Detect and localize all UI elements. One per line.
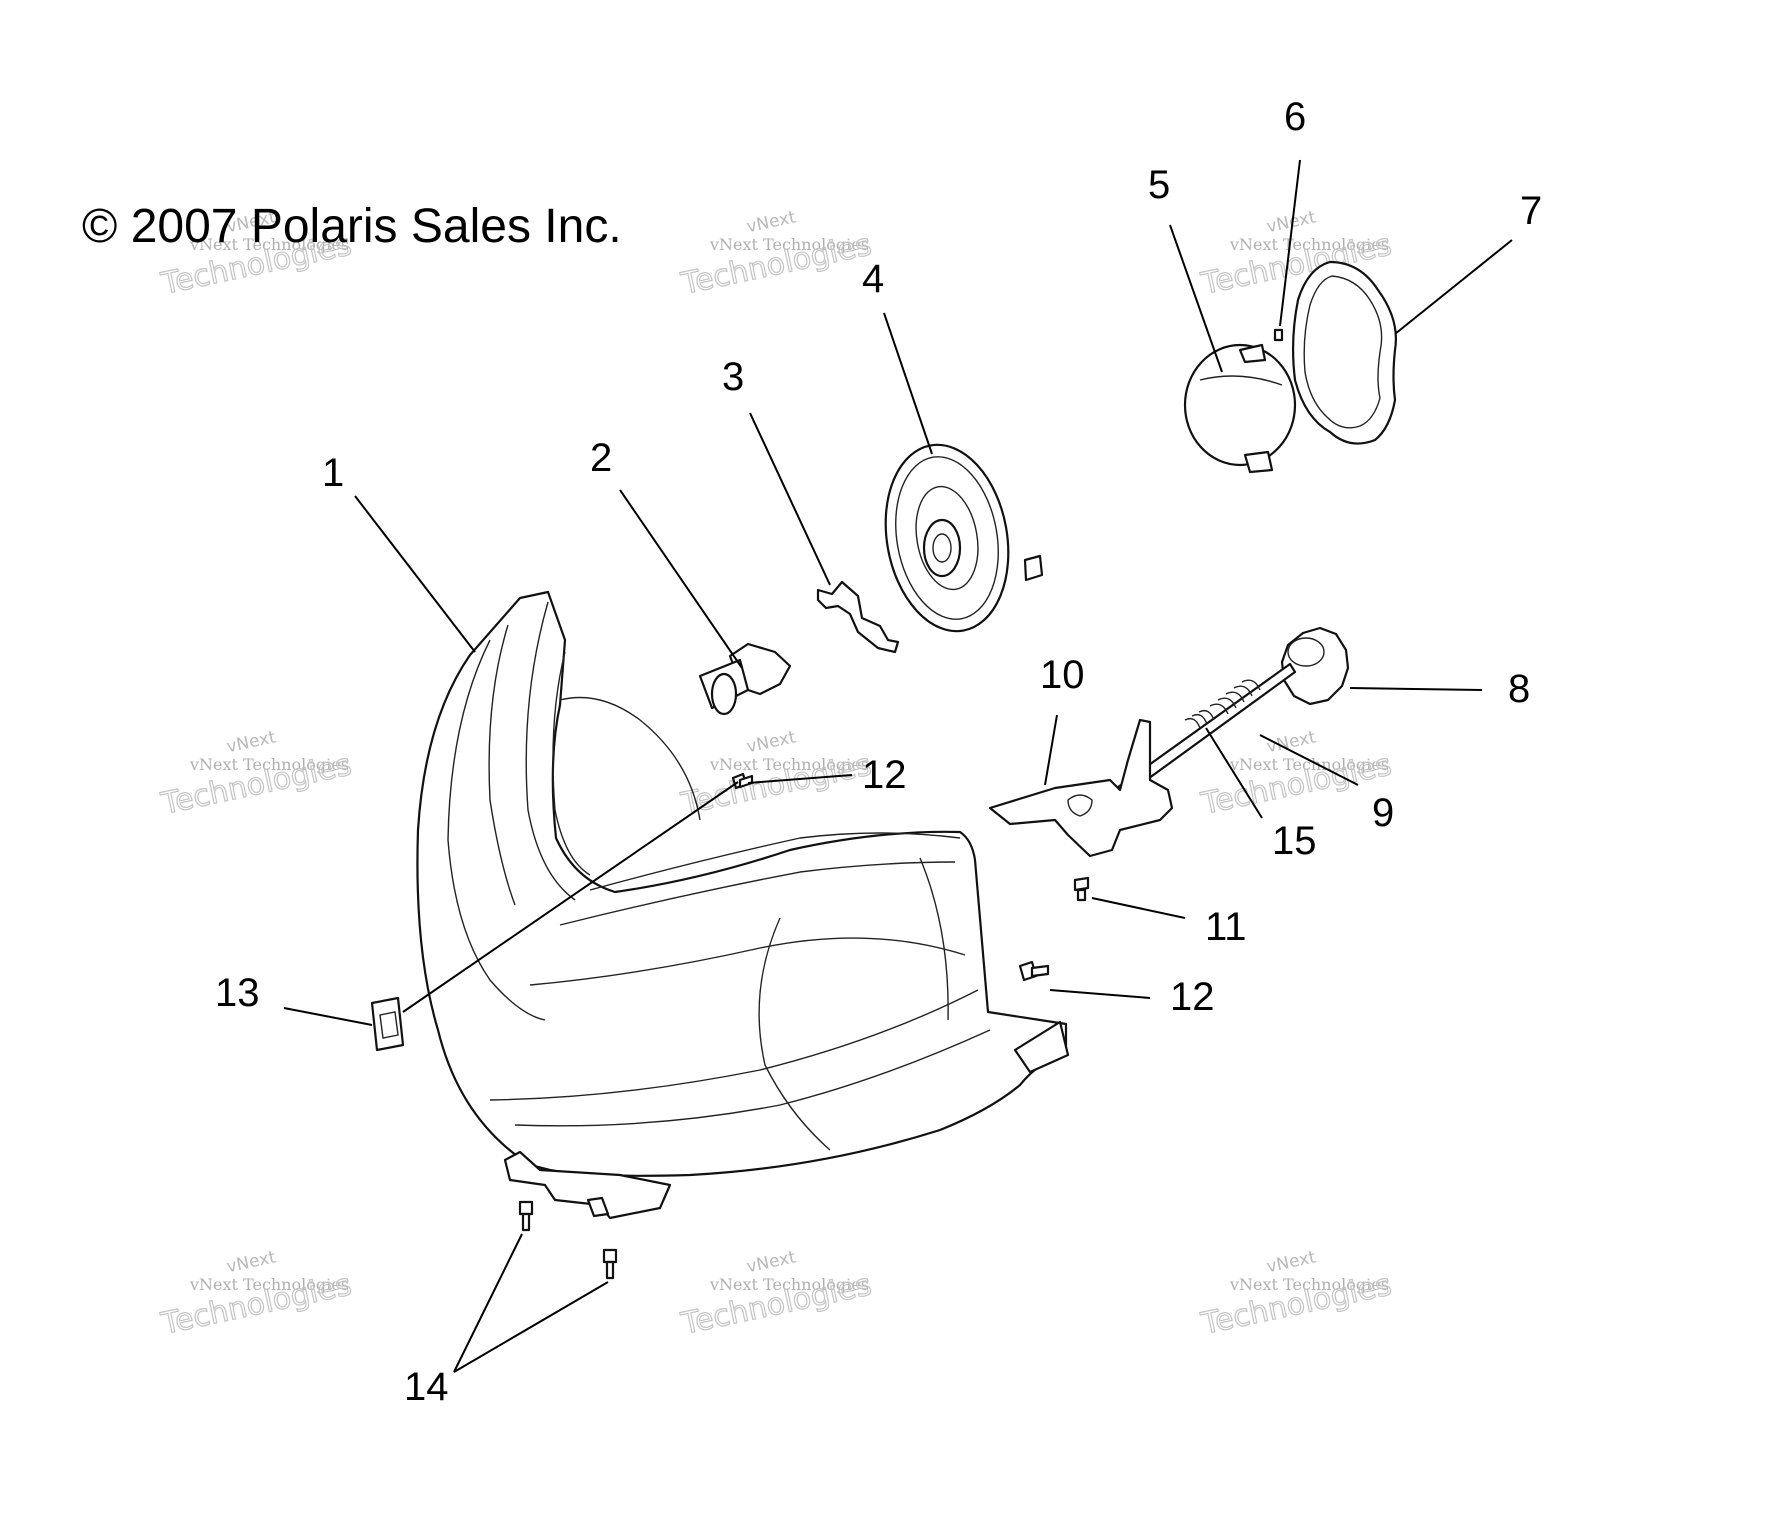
watermark-line2: vNext Technologies: [1229, 1275, 1389, 1294]
watermark-mid-left: vNext vNext Technologies Technologies: [157, 727, 355, 822]
part-8-adjuster-knob: [1280, 626, 1350, 706]
leader-line-9: [1259, 734, 1359, 786]
leader-lines: [283, 159, 1513, 1373]
leader-line-10: [1044, 714, 1058, 786]
part-11-screw: [1073, 876, 1090, 902]
label-part-10: 10: [1040, 653, 1085, 697]
leader-line-2: [619, 489, 743, 669]
leader-line-11: [1091, 897, 1186, 919]
watermark-bottom-left: vNext vNext Technologies Technologies: [157, 1247, 355, 1342]
watermark-line1: vNext: [745, 727, 798, 757]
leader-line-1: [354, 495, 476, 653]
part-14-screw-lower: [602, 1248, 618, 1280]
leader-line-13: [283, 1007, 373, 1026]
label-part-9: 9: [1372, 791, 1394, 835]
part-12-screw-upper: [731, 772, 754, 790]
watermark-bottom-center: vNext vNext Technologies Technologies: [677, 1247, 875, 1342]
watermark-line2: vNext Technologies: [189, 235, 349, 254]
watermark-mid-center: vNext vNext Technologies Technologies: [677, 727, 875, 822]
watermark-line1: vNext: [745, 1247, 798, 1277]
watermark-line1: vNext: [225, 1247, 278, 1277]
part-2-bulb: [698, 642, 792, 716]
label-part-12-lower: 12: [1170, 975, 1215, 1019]
watermark-top-center: vNext vNext Technologies Technologies: [677, 207, 875, 302]
part-12-screw-lower: [1018, 960, 1050, 982]
label-part-4: 4: [862, 257, 884, 301]
watermark-line2: vNext Technologies: [189, 755, 349, 774]
watermark-line2: vNext Technologies: [1229, 755, 1389, 774]
part-5-lamp: [1183, 343, 1297, 474]
leader-line-12-to-13: [402, 781, 739, 1013]
part-13-clip-nut: [370, 996, 405, 1052]
watermark-line2: vNext Technologies: [709, 235, 869, 254]
leader-line-14a: [453, 1233, 523, 1373]
label-part-8: 8: [1508, 667, 1530, 711]
watermark-line1: vNext: [745, 207, 798, 237]
part-14-screw-upper: [518, 1200, 534, 1232]
label-part-3: 3: [722, 355, 744, 399]
leader-line-8: [1349, 687, 1483, 691]
leader-line-5: [1169, 224, 1223, 373]
copyright-text: © 2007 Polaris Sales Inc.: [82, 200, 622, 253]
leader-line-7: [1394, 239, 1513, 335]
label-part-15: 15: [1272, 819, 1317, 863]
watermark-line2: vNext Technologies: [189, 1275, 349, 1294]
part-1-headlight-housing: [416, 590, 1070, 1220]
leader-line-6: [1279, 159, 1301, 327]
label-part-1: 1: [322, 451, 344, 495]
label-part-5: 5: [1148, 163, 1170, 207]
leader-line-12-upper: [747, 774, 853, 784]
leader-line-3: [749, 412, 831, 586]
leader-line-14b: [453, 1281, 609, 1373]
watermark-mid-right: vNext vNext Technologies Technologies: [1197, 727, 1395, 822]
part-4-reflector: [884, 443, 1044, 633]
watermark-bottom-right: vNext vNext Technologies Technologies: [1197, 1247, 1395, 1342]
part-3-retaining-clip: [816, 580, 900, 654]
part-15-spring: [1184, 709, 1215, 729]
part-6-screw: [1273, 328, 1284, 342]
watermark-line1: vNext: [1265, 1247, 1318, 1277]
leader-line-15: [1205, 727, 1263, 819]
leader-line-4: [883, 312, 933, 455]
watermark-line2: vNext Technologies: [709, 1275, 869, 1294]
watermark-line2: vNext Technologies: [1229, 235, 1389, 254]
label-part-13: 13: [215, 971, 260, 1015]
part-10-bracket: [988, 718, 1174, 858]
label-part-6: 6: [1284, 95, 1306, 139]
leader-line-12-lower: [1049, 989, 1151, 999]
label-part-2: 2: [590, 436, 612, 480]
watermark-line2: vNext Technologies: [709, 755, 869, 774]
label-part-14: 14: [404, 1365, 449, 1409]
part-7-gasket: [1292, 260, 1397, 445]
label-part-11: 11: [1205, 905, 1247, 949]
label-part-12-upper: 12: [862, 753, 907, 797]
part-number-labels: 1 2 3 4 5 6 7 8 9 10 11 12 12 13 14 15: [215, 95, 1542, 1409]
label-part-7: 7: [1520, 189, 1542, 233]
watermark-line1: vNext: [225, 727, 278, 757]
